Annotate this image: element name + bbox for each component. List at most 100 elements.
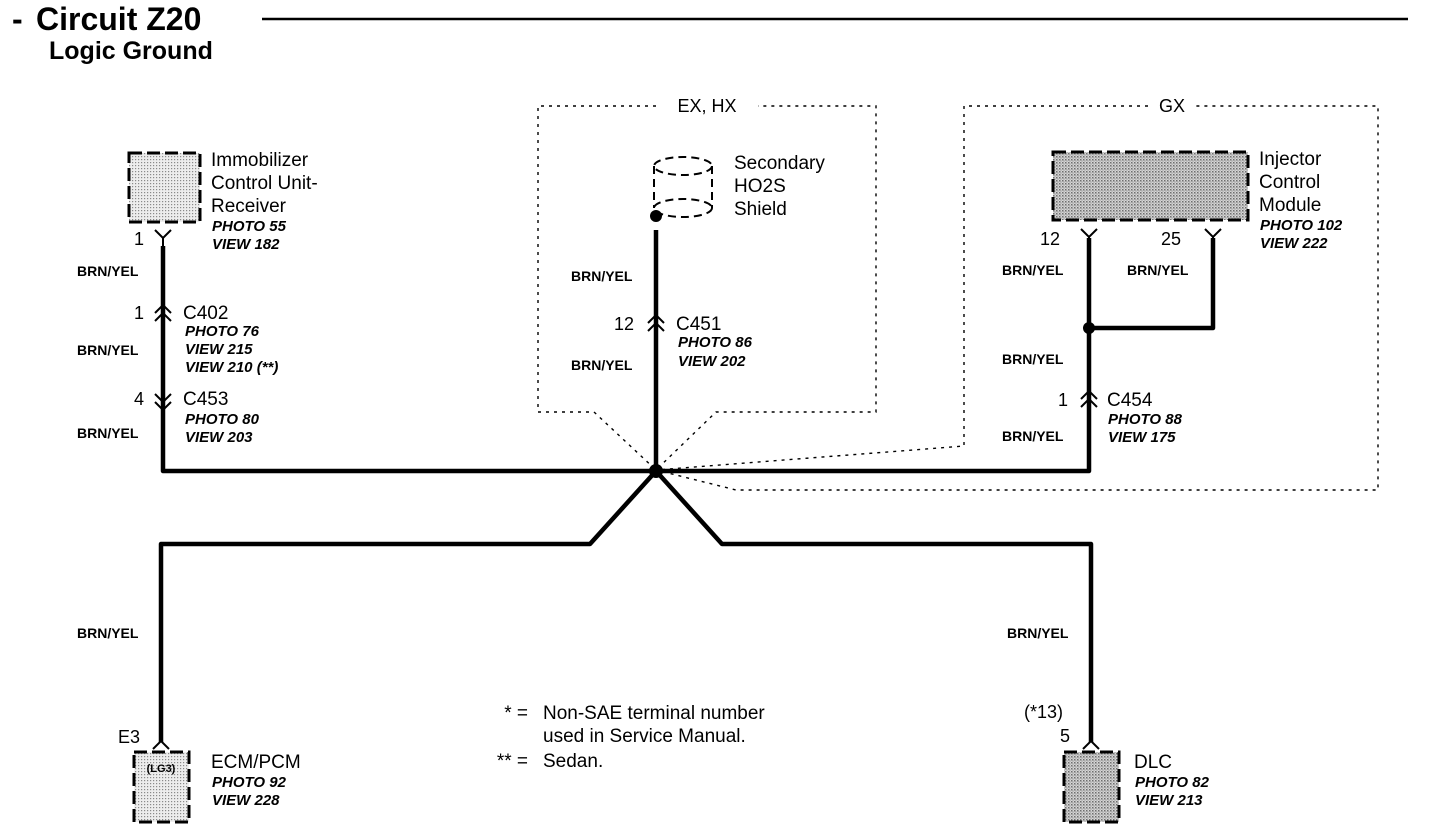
- wire-label: BRN/YEL: [1002, 428, 1064, 444]
- c402-view-ref: VIEW 210 (**): [185, 359, 278, 376]
- group-label-exhx: EX, HX: [677, 96, 736, 116]
- wire-immobilizer-to-splice: [160, 246, 656, 474]
- footnote-text: Non-SAE terminal number: [543, 703, 765, 724]
- wire-splice-to-dlc: [654, 469, 1094, 742]
- component-ecm-pcm: (LG3) E3 ECM/PCM PHOTO 92 VIEW 228: [118, 727, 301, 824]
- component-dlc: (*13) 5 DLC PHOTO 82 VIEW 213: [1024, 702, 1210, 824]
- c451-photo-ref: PHOTO 86: [678, 334, 753, 351]
- footnote-text: used in Service Manual.: [543, 726, 746, 747]
- injector-name-line: Control: [1259, 172, 1320, 193]
- dlc-body: [1062, 750, 1121, 824]
- wire-label: BRN/YEL: [1002, 262, 1064, 278]
- injector-photo-ref: PHOTO 102: [1260, 217, 1343, 234]
- wire-label: BRN/YEL: [77, 263, 139, 279]
- ho2s-name-line: HO2S: [734, 176, 786, 197]
- injector-name-line: Injector: [1259, 149, 1322, 170]
- connector-icon: [154, 393, 172, 412]
- injector-name-line: Module: [1259, 195, 1321, 216]
- dlc-photo-ref: PHOTO 82: [1135, 774, 1210, 791]
- splice-point-main: [649, 464, 663, 478]
- terminal-icon: [152, 739, 170, 750]
- wire-label: BRN/YEL: [571, 357, 633, 373]
- immobilizer-body: [127, 151, 202, 224]
- component-ho2s-shield: Secondary HO2S Shield: [653, 153, 825, 220]
- immobilizer-photo-ref: PHOTO 55: [212, 218, 287, 235]
- splice-point-injector: [1083, 322, 1095, 334]
- connector-icon: [647, 313, 665, 332]
- wire-label: BRN/YEL: [77, 625, 139, 641]
- footnotes: * = Non-SAE terminal number used in Serv…: [497, 703, 766, 772]
- terminal-icon: [154, 229, 172, 246]
- c402-pin: 1: [134, 303, 144, 323]
- wire-label: BRN/YEL: [77, 342, 139, 358]
- wire-labels: BRN/YEL BRN/YEL BRN/YEL BRN/YEL BRN/YEL …: [77, 262, 1189, 641]
- footnote-symbol: ** =: [497, 751, 528, 772]
- c402-photo-ref: PHOTO 76: [185, 323, 260, 340]
- shield-icon-bottom: [653, 198, 713, 218]
- header-dash: -: [12, 1, 23, 37]
- c402-view-ref: VIEW 215: [185, 341, 253, 358]
- c402-name: C402: [183, 303, 228, 324]
- c451-view-ref: VIEW 202: [678, 353, 746, 370]
- ecm-pin: E3: [118, 727, 140, 747]
- c453-view-ref: VIEW 203: [185, 429, 253, 446]
- option-boundaries: EX, HX GX: [537, 96, 1379, 491]
- terminal-icon: [1204, 228, 1222, 245]
- c451-pin: 12: [614, 314, 634, 334]
- c453-name: C453: [183, 389, 228, 410]
- dlc-pin: 5: [1060, 726, 1070, 746]
- c454-pin: 1: [1058, 390, 1068, 410]
- ho2s-name-line: Secondary: [734, 153, 825, 174]
- wire-label: BRN/YEL: [571, 268, 633, 284]
- c453-pin: 4: [134, 389, 144, 409]
- footnote-text: Sedan.: [543, 751, 603, 772]
- terminal-icon: [1082, 739, 1100, 750]
- wire-splice-to-ecm: [158, 469, 658, 742]
- wire-label: BRN/YEL: [1007, 625, 1069, 641]
- connector-c453: 4 C453 PHOTO 80 VIEW 203: [134, 389, 260, 446]
- wire-label: BRN/YEL: [1002, 351, 1064, 367]
- dlc-pin-note: (*13): [1024, 702, 1063, 722]
- dlc-view-ref: VIEW 213: [1135, 792, 1203, 809]
- shield-icon: [653, 166, 713, 208]
- immobilizer-name-line: Receiver: [211, 196, 287, 217]
- ecm-name: ECM/PCM: [211, 752, 301, 773]
- boundary-gx: [655, 105, 1379, 491]
- c454-photo-ref: PHOTO 88: [1108, 411, 1183, 428]
- ho2s-name-line: Shield: [734, 199, 787, 220]
- connector-icon: [154, 303, 172, 322]
- ecm-view-ref: VIEW 228: [212, 792, 280, 809]
- wire-label: BRN/YEL: [77, 425, 139, 441]
- immobilizer-name-line: Immobilizer: [211, 150, 309, 171]
- connector-c451: 12 C451 PHOTO 86 VIEW 202: [614, 313, 753, 370]
- injector-view-ref: VIEW 222: [1260, 235, 1328, 252]
- wires: [158, 230, 1216, 742]
- c454-name: C454: [1107, 390, 1153, 411]
- immobilizer-view-ref: VIEW 182: [212, 236, 280, 253]
- shield-icon-top: [653, 156, 713, 176]
- dlc-name: DLC: [1134, 752, 1172, 773]
- group-label-gx: GX: [1159, 96, 1185, 116]
- ecm-body: [132, 750, 191, 824]
- injector-body: [1051, 150, 1250, 222]
- c453-photo-ref: PHOTO 80: [185, 411, 260, 428]
- c451-name: C451: [676, 314, 721, 335]
- terminal-icon: [1080, 228, 1098, 245]
- connector-c454: 1 C454 PHOTO 88 VIEW 175: [1058, 389, 1183, 446]
- connector-c402: 1 C402 PHOTO 76 VIEW 215 VIEW 210 (**): [134, 303, 278, 376]
- page-subtitle: Logic Ground: [49, 37, 213, 65]
- injector-pin-a: 12: [1040, 229, 1060, 249]
- wire-label: BRN/YEL: [1127, 262, 1189, 278]
- ecm-ground-label: (LG3): [147, 763, 176, 775]
- injector-pin-b: 25: [1161, 229, 1181, 249]
- immobilizer-name-line: Control Unit-: [211, 173, 318, 194]
- component-injector-control-module: 12 25 Injector Control Module PHOTO 102 …: [1040, 149, 1343, 252]
- ecm-photo-ref: PHOTO 92: [212, 774, 287, 791]
- header: - Circuit Z20 Logic Ground: [12, 1, 1408, 65]
- immobilizer-pin: 1: [134, 229, 144, 249]
- page-title: Circuit Z20: [36, 1, 201, 37]
- footnote-symbol: * =: [504, 703, 528, 724]
- c454-view-ref: VIEW 175: [1108, 429, 1176, 446]
- wire-c454-to-splice: [656, 238, 1092, 474]
